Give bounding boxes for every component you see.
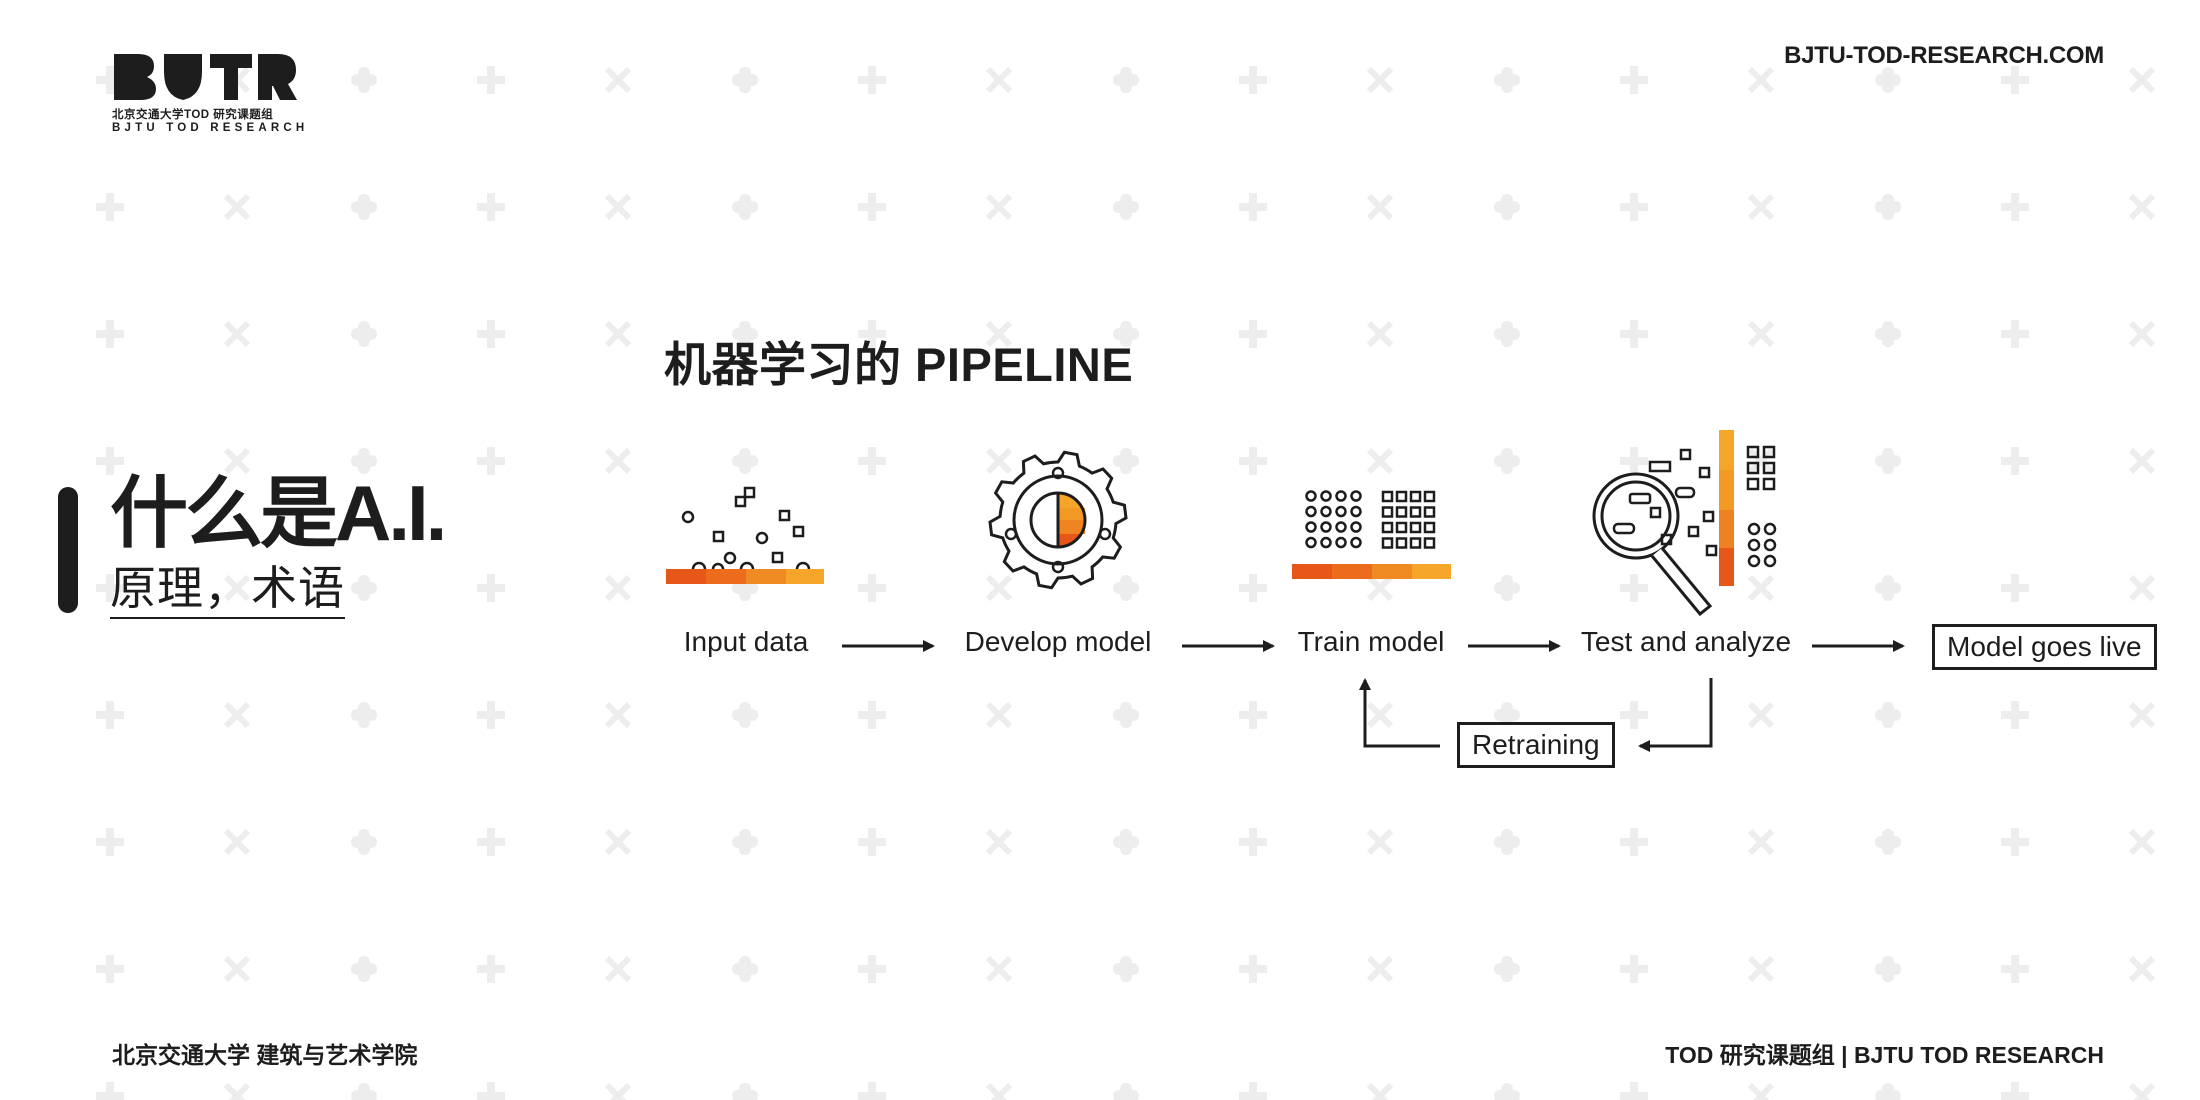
arrow-test-to-retraining bbox=[1638, 678, 1713, 752]
footer-research-group: TOD 研究课题组 | BJTU TOD RESEARCH bbox=[1665, 1042, 2104, 1068]
pipeline-title: 机器学习的 PIPELINE bbox=[664, 338, 1134, 391]
step-label-develop-model: Develop model bbox=[964, 626, 1152, 657]
grid-icon bbox=[1305, 490, 1436, 549]
step-label-input-data: Input data bbox=[683, 626, 809, 657]
pipeline-arrows bbox=[842, 640, 1905, 752]
logo-subtitle-en: BJTU TOD RESEARCH bbox=[112, 122, 309, 134]
section-accent-bar bbox=[58, 487, 78, 613]
site-url-link[interactable]: BJTU-TOD-RESEARCH.COM bbox=[1784, 42, 2104, 69]
logo-subtitle-cn: 北京交通大学TOD 研究课题组 bbox=[112, 109, 274, 121]
section-title: 什么是A.I. bbox=[110, 469, 447, 557]
retraining-label: Retraining bbox=[1457, 722, 1615, 768]
step-label-test-analyze: Test and analyze bbox=[1580, 626, 1792, 657]
logo-mark-icon bbox=[114, 54, 297, 100]
data-color-bar bbox=[666, 569, 824, 584]
section-subtitle: 原理，术语 bbox=[110, 565, 345, 619]
footer-institution: 北京交通大学 建筑与艺术学院 bbox=[112, 1042, 418, 1068]
train-color-bar bbox=[1292, 564, 1451, 579]
step-label-model-live: Model goes live bbox=[1932, 624, 2157, 670]
logo: 北京交通大学TOD 研究课题组 BJTU TOD RESEARCH bbox=[112, 52, 304, 142]
arrow-retraining-to-train bbox=[1359, 678, 1440, 748]
magnifier-icon bbox=[1592, 430, 1777, 617]
gear-icon bbox=[988, 450, 1128, 590]
data-points-icon bbox=[681, 486, 811, 570]
step-label-train-model: Train model bbox=[1297, 626, 1445, 657]
